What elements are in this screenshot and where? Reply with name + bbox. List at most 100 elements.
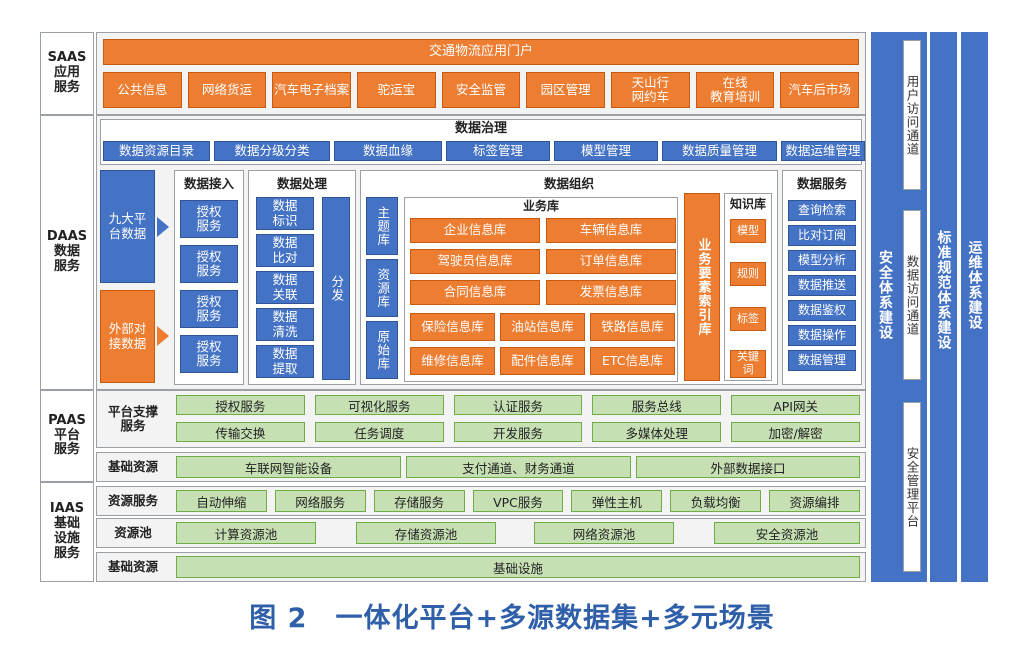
paas-support-label: 平台支撑 服务 [107, 403, 158, 433]
saas-app-0[interactable]: 公共信息 [103, 72, 182, 108]
business-item-2[interactable]: 驾驶员信息库 [410, 249, 540, 274]
dataservice-title: 数据服务 [796, 175, 847, 191]
saas-app-4[interactable]: 安全监管 [441, 72, 521, 108]
process-item-0[interactable]: 数据 标识 [256, 197, 314, 230]
business-item-4[interactable]: 合同信息库 [410, 280, 540, 305]
saas-app-3[interactable]: 驼运宝 [357, 72, 436, 108]
iaas-res-item-6[interactable]: 资源编排 [769, 490, 860, 512]
iaas-pool-item-2[interactable]: 网络资源池 [534, 522, 674, 544]
source-external[interactable]: 外部对 接数据 [100, 290, 155, 383]
dataservice-item-0[interactable]: 查询检索 [788, 200, 856, 221]
governance-item-5[interactable]: 数据质量管理 [662, 141, 777, 161]
knowledge-item-3[interactable]: 关键 词 [730, 350, 766, 378]
dataservice-item-2[interactable]: 模型分析 [788, 250, 856, 271]
business-item-6[interactable]: 保险信息库 [410, 313, 495, 341]
ops-column [961, 32, 988, 582]
process-item-3[interactable]: 数据 清洗 [256, 308, 314, 341]
security-mgmt-platform[interactable]: 安全管理平台 [903, 402, 921, 572]
arrow-right-icon [157, 217, 169, 237]
knowledge-item-1[interactable]: 规则 [730, 262, 766, 286]
paas-row1-item-0[interactable]: 授权服务 [176, 395, 305, 415]
knowledge-title: 知识库 [729, 197, 766, 212]
governance-item-2[interactable]: 数据血缘 [334, 141, 442, 161]
paas-base-item-0[interactable]: 车联网智能设备 [176, 456, 401, 478]
ingest-auth-service-1[interactable]: 授权 服务 [180, 245, 238, 283]
business-item-11[interactable]: ETC信息库 [590, 347, 675, 375]
knowledge-item-2[interactable]: 标签 [730, 307, 766, 331]
iaas-base-label: 基础资源 [107, 558, 158, 574]
dispatch-block[interactable]: 分发 [322, 197, 350, 380]
process-item-1[interactable]: 数据 比对 [256, 234, 314, 267]
iaas-res-item-2[interactable]: 存储服务 [373, 490, 465, 512]
layer-paas-label: PAAS 平台 服务 [48, 412, 86, 458]
iaas-pool-item-3[interactable]: 安全资源池 [714, 522, 860, 544]
iaas-pool-item-1[interactable]: 存储资源池 [356, 522, 496, 544]
business-item-0[interactable]: 企业信息库 [410, 218, 540, 243]
paas-row2-item-1[interactable]: 任务调度 [314, 422, 444, 442]
process-item-4[interactable]: 数据 提取 [256, 345, 314, 378]
paas-row2-item-4[interactable]: 加密/解密 [731, 422, 860, 442]
paas-row2-item-3[interactable]: 多媒体处理 [592, 422, 722, 442]
paas-row1-item-2[interactable]: 认证服务 [453, 395, 583, 415]
organize-lib-2[interactable]: 原始库 [366, 321, 398, 379]
saas-app-1[interactable]: 网络货运 [187, 72, 267, 108]
layer-iaas-label: IAAS 基础 设施 服务 [49, 501, 85, 561]
iaas-res-item-1[interactable]: 网络服务 [274, 490, 366, 512]
governance-item-0[interactable]: 数据资源目录 [103, 141, 210, 161]
business-item-5[interactable]: 发票信息库 [546, 280, 676, 305]
standard-column [930, 32, 957, 582]
iaas-base-infra[interactable]: 基础设施 [176, 556, 860, 578]
business-item-7[interactable]: 油站信息库 [500, 313, 585, 341]
process-item-2[interactable]: 数据 关联 [256, 271, 314, 304]
arrow-right-icon [157, 326, 169, 346]
dataservice-item-3[interactable]: 数据推送 [788, 275, 856, 296]
governance-item-4[interactable]: 模型管理 [554, 141, 658, 161]
iaas-pool-item-0[interactable]: 计算资源池 [176, 522, 316, 544]
governance-item-3[interactable]: 标签管理 [446, 141, 550, 161]
business-item-8[interactable]: 铁路信息库 [590, 313, 675, 341]
layer-saas-cell: SAAS 应用 服务 [40, 32, 94, 115]
iaas-pool-label: 资源池 [114, 524, 152, 540]
paas-row1-item-3[interactable]: 服务总线 [592, 395, 722, 415]
paas-row2-item-2[interactable]: 开发服务 [453, 422, 583, 442]
saas-app-8[interactable]: 汽车后市场 [780, 72, 859, 108]
iaas-res-item-5[interactable]: 负载均衡 [670, 490, 762, 512]
dataservice-item-6[interactable]: 数据管理 [788, 350, 856, 371]
paas-base-item-1[interactable]: 支付通道、财务通道 [406, 456, 631, 478]
paas-row1-item-1[interactable]: 可视化服务 [314, 395, 444, 415]
data-access-channel[interactable]: 数据访问通道 [903, 210, 921, 380]
ingest-auth-service-0[interactable]: 授权 服务 [180, 200, 238, 238]
ingest-auth-service-3[interactable]: 授权 服务 [180, 335, 238, 373]
governance-item-6[interactable]: 数据运维管理 [781, 141, 865, 161]
source-nine-platforms[interactable]: 九大平 台数据 [100, 170, 155, 283]
dataservice-item-1[interactable]: 比对订阅 [788, 225, 856, 246]
saas-app-5[interactable]: 园区管理 [526, 72, 605, 108]
security-label: 安全体系建设 [877, 250, 894, 340]
layer-iaas-cell: IAAS 基础 设施 服务 [40, 482, 94, 582]
paas-base-item-2[interactable]: 外部数据接口 [636, 456, 860, 478]
index-library[interactable]: 业务要素索引库 [684, 193, 720, 381]
organize-lib-1[interactable]: 资源库 [366, 259, 398, 317]
paas-row2-item-0[interactable]: 传输交换 [176, 422, 305, 442]
business-item-3[interactable]: 订单信息库 [546, 249, 676, 274]
iaas-res-item-4[interactable]: 弹性主机 [571, 490, 663, 512]
iaas-res-item-0[interactable]: 自动伸缩 [176, 490, 267, 512]
governance-title: 数据治理 [454, 120, 507, 136]
iaas-res-item-3[interactable]: VPC服务 [472, 490, 564, 512]
layer-daas-label: DAAS 数据 服务 [46, 229, 88, 274]
saas-portal[interactable]: 交通物流应用门户 [103, 39, 859, 65]
user-access-channel[interactable]: 用户访问通道 [903, 40, 921, 190]
business-item-9[interactable]: 维修信息库 [410, 347, 495, 375]
governance-item-1[interactable]: 数据分级分类 [214, 141, 330, 161]
organize-lib-0[interactable]: 主题库 [366, 197, 398, 255]
ingest-auth-service-2[interactable]: 授权 服务 [180, 290, 238, 328]
paas-row1-item-4[interactable]: API网关 [731, 395, 860, 415]
saas-app-2[interactable]: 汽车电子档案 [272, 72, 351, 108]
saas-app-7[interactable]: 在线 教育培训 [695, 72, 775, 108]
knowledge-item-0[interactable]: 模型 [730, 219, 766, 243]
business-item-1[interactable]: 车辆信息库 [546, 218, 676, 243]
saas-app-6[interactable]: 天山行 网约车 [611, 72, 690, 108]
dataservice-item-4[interactable]: 数据鉴权 [788, 300, 856, 321]
dataservice-item-5[interactable]: 数据操作 [788, 325, 856, 346]
business-item-10[interactable]: 配件信息库 [500, 347, 585, 375]
